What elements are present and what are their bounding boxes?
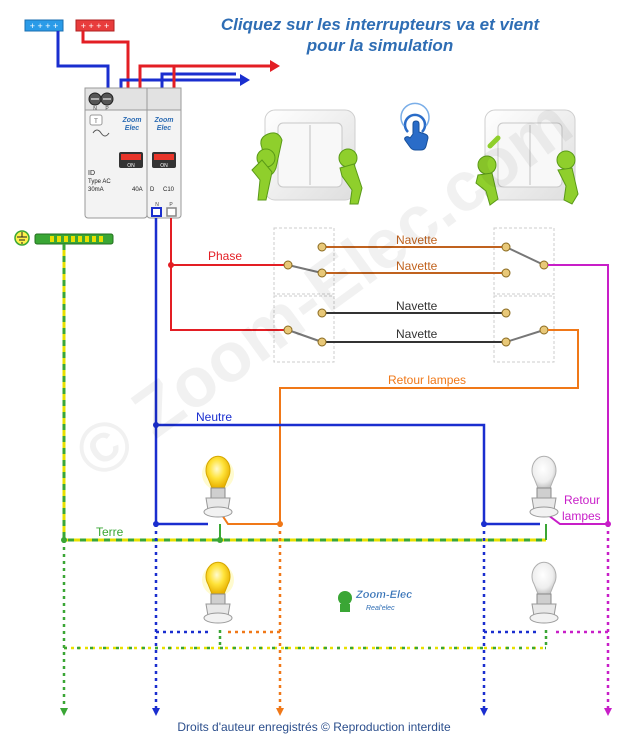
label-navette-3: Navette bbox=[396, 299, 438, 313]
breaker-c10-on-label: ON bbox=[160, 163, 168, 169]
switch-box-left-bottom bbox=[273, 295, 335, 363]
earth-terminal-bar bbox=[14, 230, 114, 246]
label-phase: Phase bbox=[208, 249, 242, 263]
title-line-2: pour la simulation bbox=[306, 36, 454, 55]
breaker-c10-n-label: N bbox=[155, 202, 159, 208]
breaker-sensitivity-label: 30mA bbox=[88, 187, 104, 193]
switch-box-right-top bbox=[493, 227, 555, 295]
label-navette-1: Navette bbox=[396, 233, 438, 247]
title-line-1: Cliquez sur les interrupteurs va et vien… bbox=[220, 15, 540, 34]
breaker-type-label: Type AC bbox=[88, 179, 111, 185]
out-neutral-wire bbox=[160, 72, 236, 92]
label-navette-2: Navette bbox=[396, 259, 438, 273]
dotted-wires bbox=[62, 524, 610, 710]
supply-phase-wire bbox=[81, 31, 130, 92]
switch-contact-right-top[interactable] bbox=[501, 242, 549, 278]
zoom-elec-logo: Zoom-Elec Real'elec bbox=[338, 589, 412, 612]
phase-wire-bottom bbox=[170, 265, 288, 331]
svg-text:T: T bbox=[94, 119, 98, 125]
label-navette-4: Navette bbox=[396, 327, 438, 341]
breaker-p-label: P bbox=[105, 106, 109, 112]
label-neutre: Neutre bbox=[196, 410, 232, 424]
label-retour-right-2: lampes bbox=[562, 509, 601, 523]
switch-left-image[interactable] bbox=[251, 109, 363, 205]
switch-right-image[interactable] bbox=[475, 109, 579, 206]
breaker-rating-label: 40A bbox=[132, 187, 143, 193]
neutral-supply-bar: + + + + bbox=[24, 19, 64, 32]
switch-box-left-top bbox=[273, 227, 335, 295]
breaker-c10-d-label: D bbox=[150, 187, 155, 193]
dotted-wire-arrows bbox=[60, 708, 612, 716]
switch-contact-left-top[interactable] bbox=[283, 242, 327, 278]
label-terre: Terre bbox=[96, 525, 124, 539]
lamp-right-bottom-off bbox=[529, 561, 559, 624]
arrow-right-icon bbox=[270, 60, 280, 72]
logo-text-line1: Zoom-Elec bbox=[355, 589, 412, 601]
breaker-brand-1: Zoom bbox=[121, 117, 141, 124]
retour-lampes-wire bbox=[221, 329, 579, 525]
supply-neutral-wire bbox=[56, 31, 110, 92]
neutral-wire bbox=[154, 218, 540, 526]
svg-text:+ + + +: + + + + bbox=[30, 21, 59, 31]
page-title: Cliquez sur les interrupteurs va et vien… bbox=[200, 14, 560, 56]
breaker-c10-rating-label: C10 bbox=[163, 187, 175, 193]
label-retour-right-1: Retour bbox=[564, 493, 600, 507]
logo-text-line2: Real'elec bbox=[366, 605, 395, 612]
bus-phase-wire bbox=[138, 64, 270, 92]
switch-contact-left-bottom[interactable] bbox=[283, 308, 327, 347]
copyright-footer: Droits d'auteur enregistrés © Reproducti… bbox=[177, 720, 451, 734]
lamp-left-bottom-on bbox=[202, 561, 234, 624]
phase-supply-bar: + + + + bbox=[75, 19, 115, 32]
breaker-differential: N P T Zoom Elec ON ID Type AC 30mA 40A bbox=[84, 87, 148, 219]
switch-contact-right-bottom[interactable] bbox=[501, 308, 549, 347]
breaker-c10-brand-1: Zoom bbox=[153, 117, 173, 124]
breaker-id-label: ID bbox=[88, 170, 95, 177]
retour-lampes-right-wire bbox=[547, 264, 609, 525]
breaker-c10: Zoom Elec ON D C10 N P bbox=[146, 87, 182, 219]
click-hand-icon bbox=[400, 102, 430, 151]
arrow-right-icon bbox=[240, 74, 250, 86]
breaker-c10-brand-2: Elec bbox=[157, 125, 172, 132]
svg-text:+ + + +: + + + + bbox=[81, 21, 110, 31]
breaker-n-label: N bbox=[93, 106, 97, 112]
breaker-brand-2: Elec bbox=[125, 125, 140, 132]
lamp-right-top-off bbox=[529, 455, 559, 518]
earth-ground-icon bbox=[14, 230, 30, 246]
label-retour-lampes: Retour lampes bbox=[388, 373, 466, 387]
lamp-left-top-on bbox=[202, 455, 234, 518]
breaker-c10-p-label: P bbox=[169, 202, 173, 208]
breaker-on-label: ON bbox=[127, 163, 135, 169]
